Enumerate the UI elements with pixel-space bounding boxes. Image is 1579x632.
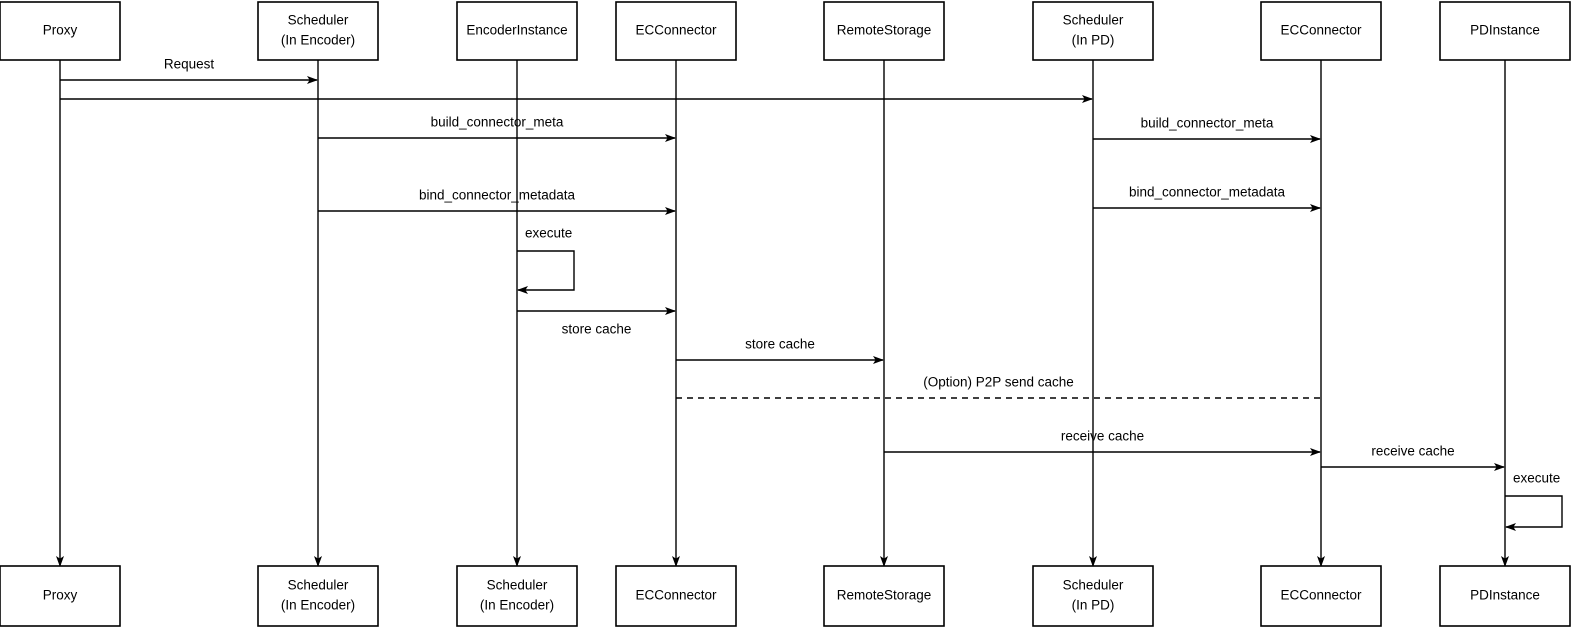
participant-header-label-proxy: Proxy [43, 23, 78, 38]
participant-footer-box-sched_pd[interactable] [1032, 565, 1154, 627]
participant-footer-label-ecconn_pd: ECConnector [1280, 588, 1362, 603]
participant-footer-box-encoder_inst[interactable] [456, 565, 578, 627]
message-label-m3: build_connector_meta [431, 115, 564, 130]
participant-footer-box-pd_inst[interactable] [1439, 565, 1571, 627]
participant-header-box-proxy[interactable] [0, 1, 121, 61]
message-label-m9: (Option) P2P send cache [923, 375, 1074, 390]
participant-footer-label-pd_inst: PDInstance [1470, 588, 1540, 603]
message-label-m7: store cache [562, 322, 632, 337]
self-loop-label-s1: execute [525, 226, 572, 241]
participant-footer-box-proxy[interactable] [0, 565, 121, 627]
self-loop-s1 [517, 250, 575, 294]
footer-participant-boxes: Proxy Scheduler (In Encoder) Scheduler (In E… [0, 565, 1571, 627]
message-label-m11: receive cache [1371, 444, 1454, 459]
participant-footer-label-encoder_inst-line2: (In Encoder) [480, 598, 554, 613]
participant-footer-box-ecconn_pd[interactable] [1260, 565, 1382, 627]
message-label-m5: bind_connector_metadata [419, 188, 576, 203]
participant-footer-label-sched_enc-line1: Scheduler [288, 578, 349, 593]
lifeline-lines-group [56, 60, 1509, 567]
participant-header-box-sched_pd[interactable] [1032, 1, 1154, 61]
participant-footer-box-remote[interactable] [823, 565, 945, 627]
participant-footer-label-sched_enc-line2: (In Encoder) [281, 598, 355, 613]
participant-footer-label-sched_pd-line2: (In PD) [1072, 598, 1115, 613]
participant-footer-label-sched_pd-line1: Scheduler [1063, 578, 1124, 593]
message-label-m4: build_connector_meta [1141, 116, 1274, 131]
message-labels-group: Request build_connector_meta build_connect… [164, 57, 1560, 486]
self-loops-group [517, 250, 1563, 531]
participant-header-label-ecconn_enc: ECConnector [635, 23, 717, 38]
participant-header-box-remote[interactable] [823, 1, 945, 61]
participant-header-label-pd_inst: PDInstance [1470, 23, 1540, 38]
message-label-m10: receive cache [1061, 429, 1144, 444]
self-loop-label-s2: execute [1513, 471, 1560, 486]
participant-header-label-sched_pd-line2: (In PD) [1072, 33, 1115, 48]
participant-header-box-encoder_inst[interactable] [456, 1, 578, 61]
participant-header-box-sched_enc[interactable] [257, 1, 379, 61]
participant-footer-label-remote: RemoteStorage [837, 588, 932, 603]
message-label-m8: store cache [745, 337, 815, 352]
messages-group [60, 76, 1505, 471]
participant-footer-label-ecconn_enc: ECConnector [635, 588, 717, 603]
participant-header-label-remote: RemoteStorage [837, 23, 932, 38]
header-participant-boxes: Proxy Scheduler (In Encoder) EncoderInstanc… [0, 1, 1571, 61]
participant-header-label-sched_enc-line1: Scheduler [288, 13, 349, 28]
participant-header-label-encoder_inst: EncoderInstance [466, 23, 567, 38]
self-loop-s2 [1505, 495, 1563, 531]
participant-header-label-sched_enc-line2: (In Encoder) [281, 33, 355, 48]
participant-header-box-ecconn_enc[interactable] [615, 1, 737, 61]
participant-header-box-pd_inst[interactable] [1439, 1, 1571, 61]
participant-footer-label-encoder_inst-line1: Scheduler [487, 578, 548, 593]
participant-footer-box-sched_enc[interactable] [257, 565, 379, 627]
participant-footer-label-proxy: Proxy [43, 588, 78, 603]
participant-header-label-sched_pd-line1: Scheduler [1063, 13, 1124, 28]
message-label-m6: bind_connector_metadata [1129, 185, 1286, 200]
participant-header-label-ecconn_pd: ECConnector [1280, 23, 1362, 38]
participant-footer-box-ecconn_enc[interactable] [615, 565, 737, 627]
participant-header-box-ecconn_pd[interactable] [1260, 1, 1382, 61]
message-label-m1: Request [164, 57, 215, 72]
